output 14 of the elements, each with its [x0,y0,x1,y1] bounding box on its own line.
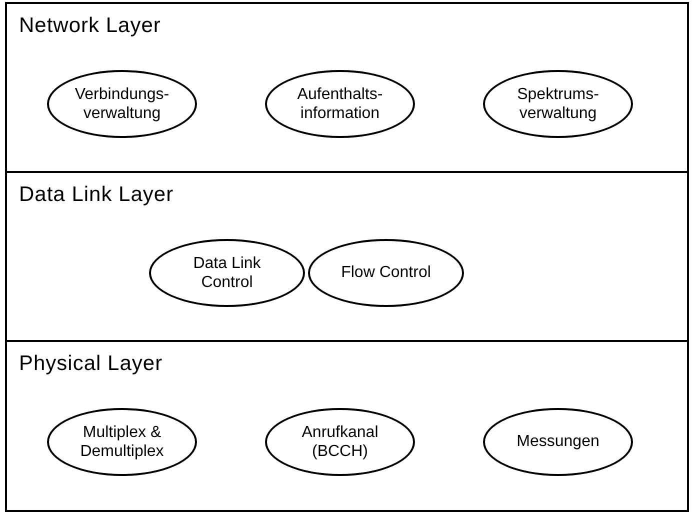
layer-title: Data Link Layer [19,183,174,207]
layer-panel [5,171,689,342]
function-label: Spektrums- verwaltung [516,84,600,124]
function-label: Anrufkanal (BCCH) [300,422,380,462]
function-label: Aufenthalts- information [296,84,384,124]
layer-title: Network Layer [19,14,161,38]
function-label: Verbindungs- verwaltung [74,84,170,124]
layer-panel [5,340,689,512]
function-label: Multiplex & Demultiplex [79,422,165,462]
layer-title: Physical Layer [19,352,163,376]
function-label: Data Link Control [192,254,262,292]
function-label: Messungen [516,432,600,452]
function-label: Flow Control [341,263,431,283]
layer-panel [5,2,689,173]
